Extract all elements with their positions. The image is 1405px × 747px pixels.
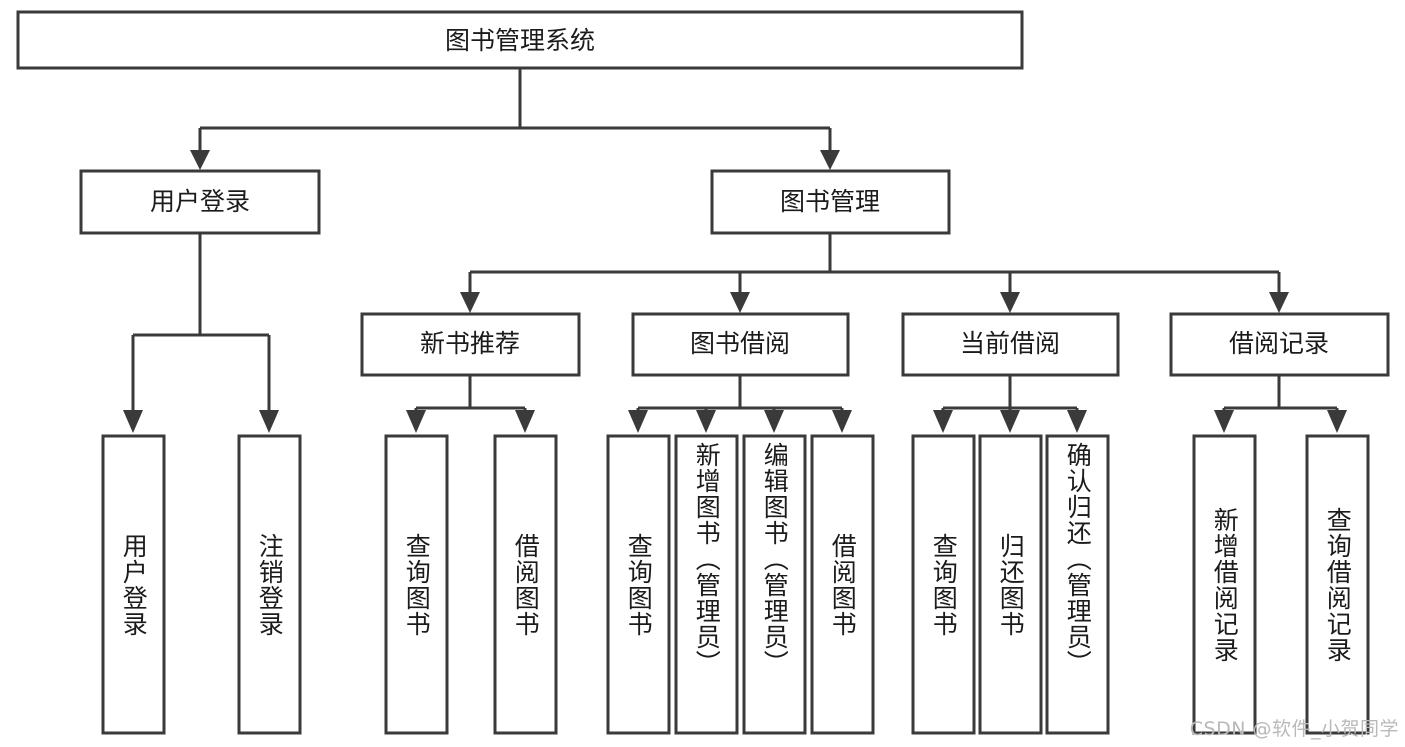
arrow-to-leaf-logout-login [259, 410, 279, 433]
arrow-to-leaf-query-book-2 [628, 410, 648, 433]
node-current-borrow-box[interactable] [901, 312, 1120, 377]
leaf-query-book-3-box[interactable] [911, 434, 976, 735]
connector-new-book-to-leaves [414, 375, 527, 414]
arrow-to-leaf-add-book [696, 410, 716, 433]
node-book-manage[interactable]: 图书管理 [710, 169, 951, 235]
connector-group [123, 68, 1347, 433]
connector-book-borrow-to-leaves [636, 375, 844, 414]
leaf-borrow-book-2-box[interactable] [810, 434, 875, 735]
node-user-login-label: 用户登录 [150, 187, 250, 216]
node-current-borrow[interactable]: 当前借阅 [901, 312, 1120, 377]
arrow-to-leaf-query-record [1327, 410, 1347, 433]
node-borrow-record-label: 借阅记录 [1229, 329, 1329, 358]
connector-borrow-record-to-leaves [1222, 375, 1339, 414]
arrow-to-book-borrow [730, 292, 750, 313]
arrow-to-leaf-borrow-book-1 [515, 410, 535, 433]
node-current-borrow-label: 当前借阅 [960, 329, 1060, 358]
connector-root-to-level2 [198, 68, 832, 152]
arrow-to-leaf-confirm-return [1067, 410, 1087, 433]
leaf-query-record-box[interactable] [1305, 434, 1370, 735]
arrow-to-book-manage [820, 150, 840, 170]
arrow-to-leaf-user-login [123, 410, 143, 433]
node-user-login-box[interactable] [79, 169, 321, 235]
leaf-add-record-box[interactable] [1192, 434, 1257, 735]
arrow-to-user-login [190, 150, 210, 170]
arrow-to-borrow-record [1269, 292, 1289, 313]
node-borrow-record[interactable]: 借阅记录 [1169, 312, 1390, 377]
connector-user-login-to-leaves [131, 233, 271, 412]
node-new-book-recommend[interactable]: 新书推荐 [360, 312, 581, 377]
connector-book-manage-to-level3 [468, 233, 1281, 294]
node-book-borrow[interactable]: 图书借阅 [631, 312, 850, 377]
node-borrow-record-box[interactable] [1169, 312, 1390, 377]
node-user-login[interactable]: 用户登录 [79, 169, 321, 235]
node-book-manage-box[interactable] [710, 169, 951, 235]
node-new-book-recommend-box[interactable] [360, 312, 581, 377]
csdn-watermark: CSDN @软件_小贺同学 [1189, 718, 1399, 740]
arrow-to-leaf-query-book-1 [406, 410, 426, 433]
arrow-to-new-book-recommend [460, 292, 480, 313]
arrow-to-leaf-query-book-3 [933, 410, 953, 433]
arrow-to-leaf-edit-book [764, 410, 784, 433]
leaf-boxes-group [101, 434, 1370, 735]
leaf-confirm-return-box[interactable] [1045, 434, 1110, 735]
node-book-borrow-label: 图书借阅 [690, 329, 790, 358]
node-root[interactable]: 图书管理系统 [16, 10, 1024, 70]
leaf-add-book-box[interactable] [674, 434, 739, 735]
arrow-to-current-borrow [1000, 292, 1020, 313]
leaf-edit-book-box[interactable] [742, 434, 807, 735]
node-root-box[interactable] [16, 10, 1024, 70]
leaf-borrow-book-1-box[interactable] [493, 434, 558, 735]
node-root-label: 图书管理系统 [445, 26, 595, 55]
arrow-to-leaf-add-record [1214, 410, 1234, 433]
leaf-return-book-box[interactable] [978, 434, 1043, 735]
leaf-query-book-1-box[interactable] [384, 434, 449, 735]
leaf-logout-login-box[interactable] [237, 434, 302, 735]
arrow-to-leaf-borrow-book-2 [832, 410, 852, 433]
node-new-book-recommend-label: 新书推荐 [420, 329, 520, 358]
node-book-borrow-box[interactable] [631, 312, 850, 377]
leaf-user-login-box[interactable] [101, 434, 166, 735]
node-book-manage-label: 图书管理 [780, 187, 880, 216]
arrow-to-leaf-return-book [1000, 410, 1020, 433]
leaf-query-book-2-box[interactable] [606, 434, 671, 735]
connector-current-borrow-to-leaves [941, 375, 1079, 414]
